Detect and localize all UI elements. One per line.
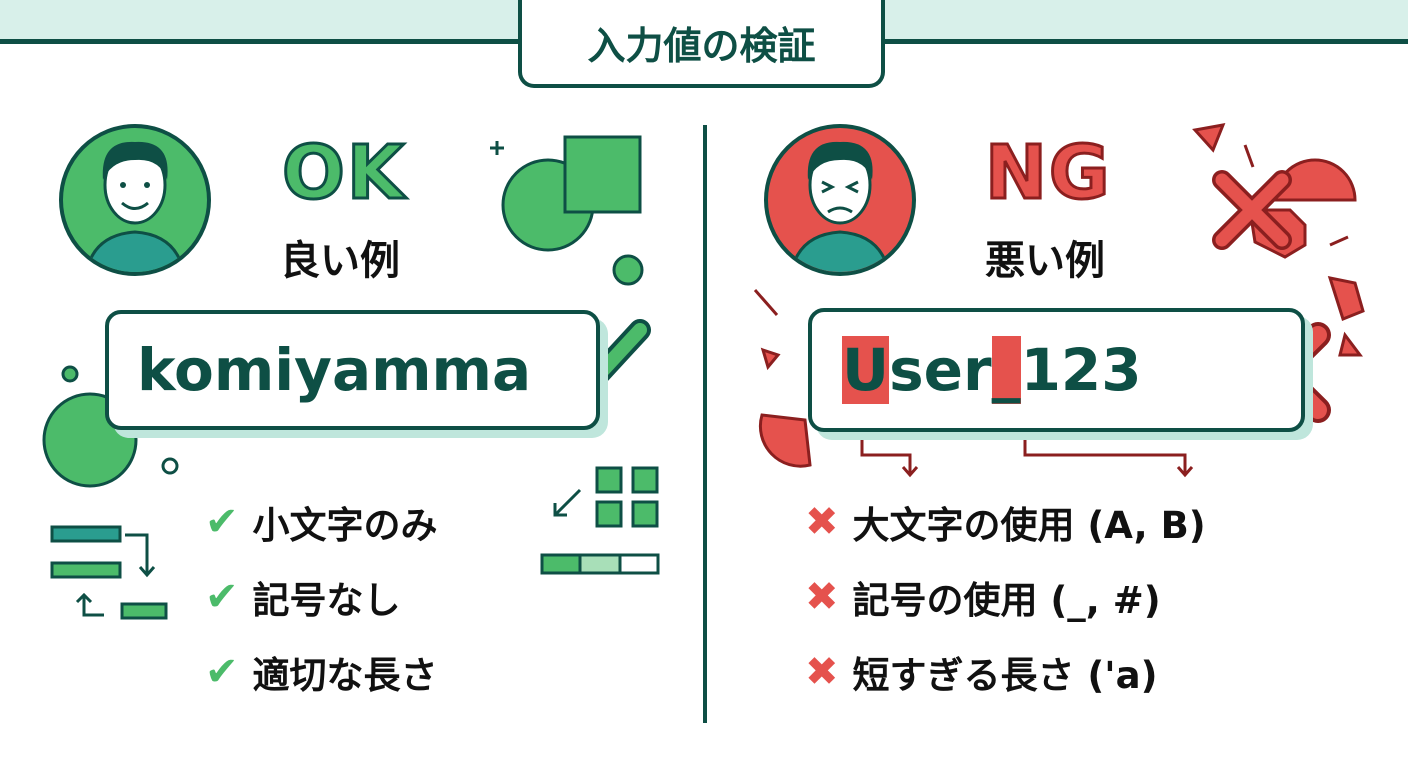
- page-title: 入力値の検証: [518, 0, 885, 88]
- check-icon: ✔: [205, 499, 239, 545]
- red-shapes-decoration: [753, 123, 1365, 468]
- green-shapes-decoration: [42, 135, 660, 620]
- good-rule-item: ✔小文字のみ: [205, 499, 438, 547]
- invalid-uppercase-char: U: [842, 336, 890, 404]
- happy-avatar-icon: [59, 124, 211, 276]
- center-divider: [703, 125, 707, 723]
- cross-icon: ✖: [805, 649, 839, 695]
- good-input-value: komiyamma: [137, 336, 532, 404]
- cross-icon: ✖: [805, 574, 839, 620]
- bad-rule-item: ✖短すぎる長さ ('a): [805, 649, 1158, 697]
- red-x-decoration-icon: [1212, 170, 1292, 250]
- input-text-part: 123: [1020, 336, 1142, 404]
- check-icon: ✔: [205, 649, 239, 695]
- good-input-field: komiyamma: [105, 310, 600, 430]
- good-rule-item: ✔適切な長さ: [205, 649, 438, 697]
- cross-icon: ✖: [805, 499, 839, 545]
- check-icon: ✔: [205, 574, 239, 620]
- error-pointer-arrows: [860, 420, 1194, 478]
- ng-label: NG: [984, 129, 1112, 218]
- input-text-part: ser: [889, 336, 992, 404]
- bad-example-label: 悪い例: [985, 238, 1105, 284]
- angry-avatar-icon: [764, 124, 916, 276]
- ok-label: OK: [280, 129, 407, 218]
- invalid-symbol-char: _: [991, 336, 1021, 404]
- bad-rule-item: ✖記号の使用 (_, #): [805, 574, 1161, 622]
- bad-rule-item: ✖大文字の使用 (A, B): [805, 499, 1206, 547]
- good-example-label: 良い例: [280, 238, 400, 284]
- good-rule-item: ✔記号なし: [205, 574, 401, 622]
